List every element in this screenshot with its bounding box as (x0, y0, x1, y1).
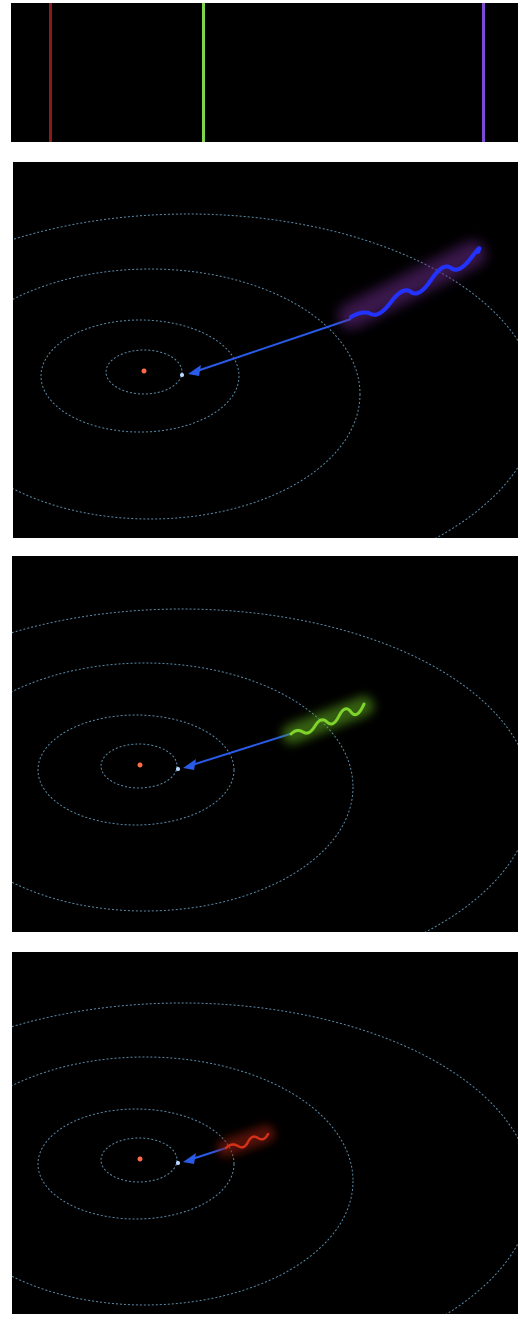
nucleus (137, 762, 143, 768)
nucleus (141, 368, 147, 374)
atom-panel-red-photon (12, 952, 518, 1314)
orbit-4 (12, 608, 518, 932)
electron (180, 373, 184, 377)
transition-arrowhead (183, 1153, 196, 1164)
orbit-1 (100, 743, 178, 789)
transition-arrow-line (196, 318, 352, 372)
orbit-1 (105, 349, 183, 395)
orbit-1 (100, 1137, 178, 1183)
photon-glow (338, 241, 486, 329)
atom-panel-violet-photon (13, 162, 518, 538)
orbit-3 (13, 268, 361, 520)
transition-arrowhead (188, 365, 201, 376)
transition-arrowhead (183, 759, 196, 770)
violet-emission-line (482, 3, 485, 142)
atom-panel-green-photon (12, 556, 518, 932)
electron-orbits (13, 213, 518, 538)
orbit-2 (37, 1108, 235, 1220)
electron-orbits (12, 608, 518, 932)
orbit-4 (12, 1002, 518, 1314)
nucleus (137, 1156, 143, 1162)
orbit-3 (12, 1056, 354, 1306)
atom-diagram-green (12, 608, 518, 932)
transition-arrow-line (191, 733, 291, 766)
atom-diagram-red (12, 1002, 518, 1314)
emission-spectrum (49, 3, 485, 142)
photon-wave (224, 1132, 270, 1150)
orbit-3 (12, 662, 354, 912)
electron (176, 767, 180, 771)
orbit-2 (40, 319, 240, 433)
photon-wave (289, 702, 366, 736)
electron (176, 1161, 180, 1165)
photon-glow (282, 696, 374, 744)
red-emission-line (49, 3, 52, 142)
orbit-2 (37, 714, 235, 826)
electron-orbits (12, 1002, 518, 1314)
green-emission-line (202, 3, 205, 142)
photon-wave (349, 246, 482, 319)
emission-spectrum-panel (11, 3, 518, 142)
atom-diagram-violet (13, 213, 518, 538)
